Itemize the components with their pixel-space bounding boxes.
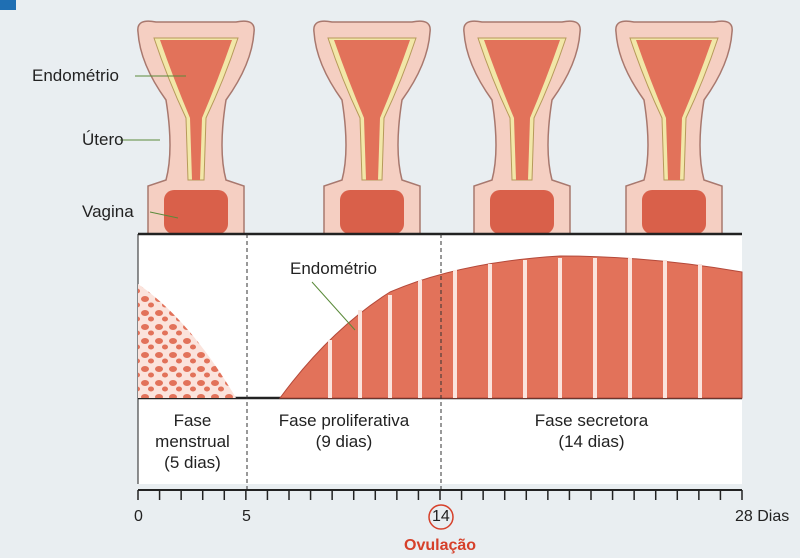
axis-label-0: 0 [134, 508, 143, 526]
phase-secretory: Fase secretora (14 dias) [441, 410, 742, 452]
vagina-label: Vagina [82, 202, 134, 222]
utero-label: Útero [82, 130, 124, 150]
uterus-illustration-2 [314, 21, 430, 238]
phase-secretory-duration: (14 dias) [441, 431, 742, 452]
axis-ticks [138, 490, 742, 500]
phase-proliferative: Fase proliferativa (9 dias) [247, 410, 441, 452]
axis-label-14: 14 [432, 508, 450, 526]
uterus-illustration-1 [138, 21, 254, 238]
phase-proliferative-duration: (9 dias) [247, 431, 441, 452]
uterus-illustration-4 [616, 21, 732, 238]
axis-label-28: 28 Dias [735, 508, 789, 526]
phase-menstrual: Fase menstrual (5 dias) [138, 410, 247, 473]
ovulation-label: Ovulação [404, 537, 476, 555]
endometrio-label: Endométrio [32, 66, 119, 86]
phase-secretory-name: Fase secretora [441, 410, 742, 431]
uterus-illustration-3 [464, 21, 580, 238]
axis-label-28-value: 28 [735, 508, 753, 525]
phase-proliferative-name: Fase proliferativa [247, 410, 441, 431]
endometrio-chart-label: Endométrio [290, 259, 377, 279]
axis-label-5: 5 [242, 508, 251, 526]
phase-menstrual-duration: (5 dias) [138, 452, 247, 473]
uterus-illustrations [138, 21, 732, 238]
phase-menstrual-line2: menstrual [138, 431, 247, 452]
phase-menstrual-line1: Fase [138, 410, 247, 431]
axis-unit: Dias [757, 508, 789, 525]
